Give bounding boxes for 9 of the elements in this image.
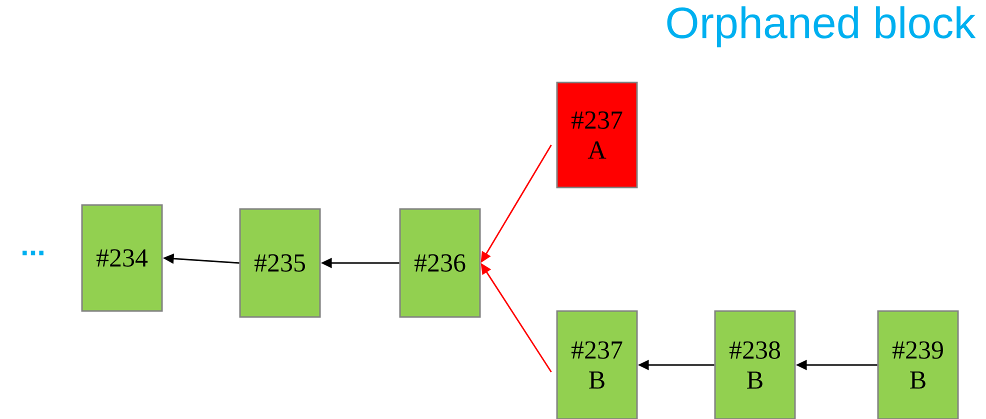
block-box: #236 <box>399 208 481 318</box>
block-box: #237 B <box>556 310 638 419</box>
block-box: #239 B <box>877 310 959 419</box>
title: Orphaned block <box>667 6 976 48</box>
block-box: #235 <box>239 208 321 318</box>
ellipsis: ... <box>22 250 44 256</box>
block-box: #237 A <box>556 82 638 188</box>
block-box: #238 B <box>714 310 796 419</box>
block-box: #234 <box>81 204 163 312</box>
